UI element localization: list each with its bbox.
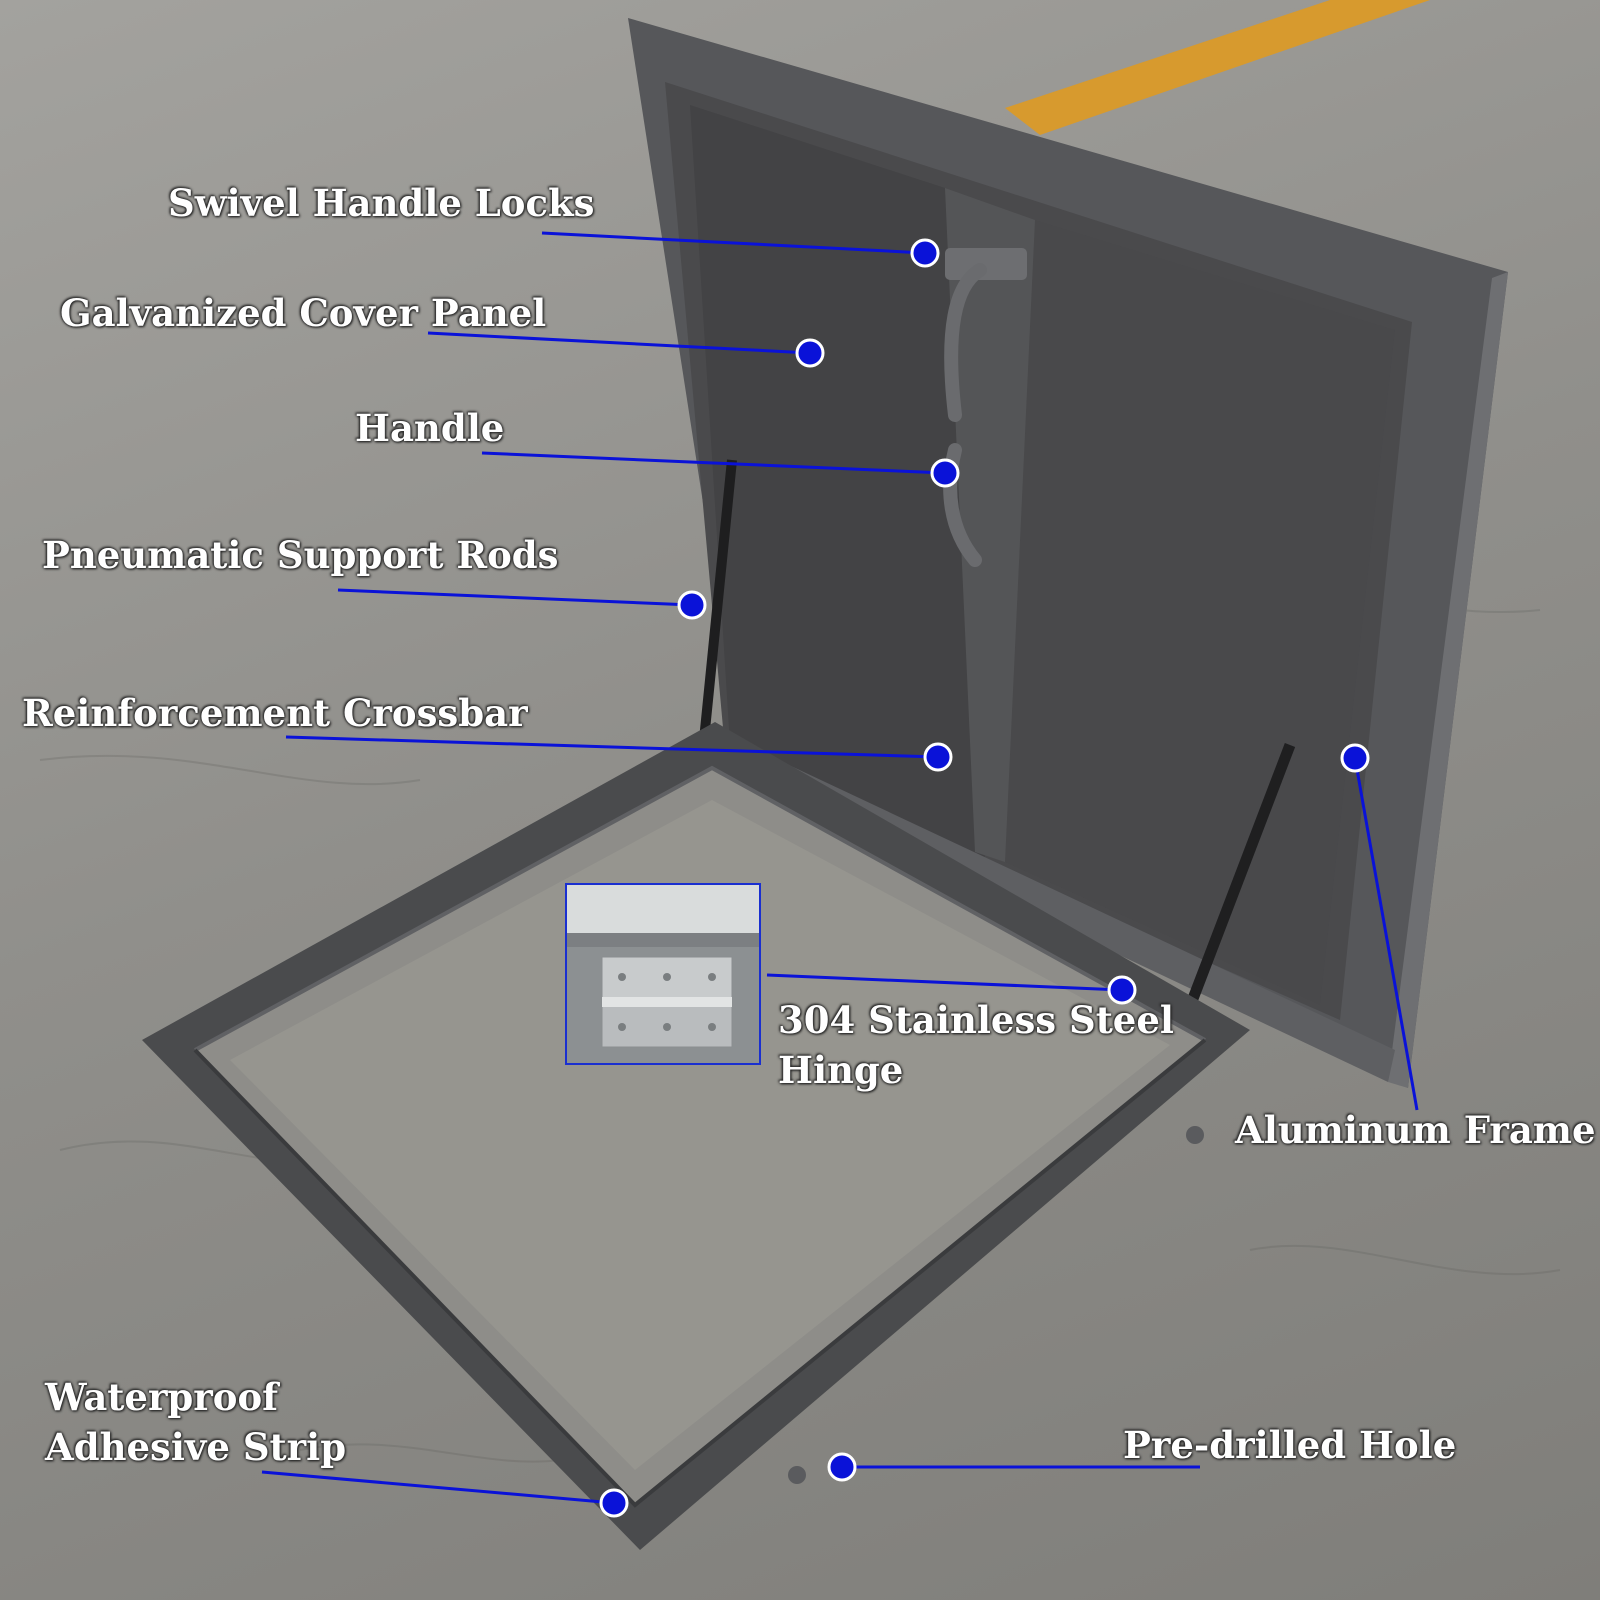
mounting-tab-right <box>1186 1126 1204 1144</box>
leader-rods <box>337 588 693 607</box>
label-hinge-line1: 304 Stainless Steel <box>778 998 1174 1042</box>
leader-strip <box>261 1470 615 1505</box>
callout-dots <box>599 238 1370 1518</box>
reinforcement-crossbar <box>945 188 1035 862</box>
label-pre-drilled-hole: Pre-drilled Hole <box>1123 1423 1457 1467</box>
leader-lines <box>261 231 1419 1505</box>
support-rod-left <box>695 459 737 781</box>
hinge-knuckle <box>602 997 732 1007</box>
label-galvanized-cover-panel: Galvanized Cover Panel <box>60 291 547 335</box>
label-stainless-steel-hinge: 304 Stainless Steel Hinge <box>778 995 1174 1095</box>
hinge-inset-rail <box>567 933 759 947</box>
label-hinge-line2: Hinge <box>778 1048 904 1092</box>
base-ledge <box>194 765 1206 1052</box>
cover-panel-left <box>690 105 985 860</box>
label-aluminum-frame: Aluminum Frame <box>1235 1108 1596 1152</box>
dot-swivel <box>910 238 940 268</box>
leader-frame <box>1353 757 1419 1111</box>
dot-frame <box>1340 743 1370 773</box>
dot-hole <box>827 1452 857 1482</box>
label-reinforcement-crossbar: Reinforcement Crossbar <box>22 691 528 735</box>
label-pneumatic-support-rods: Pneumatic Support Rods <box>42 533 559 577</box>
cover-panel-right <box>1005 220 1395 1005</box>
dot-hinge <box>1107 975 1137 1005</box>
swivel-lock-plate <box>945 248 1027 280</box>
dot-cover <box>795 338 825 368</box>
leader-crossbar <box>285 735 939 759</box>
dot-crossbar <box>923 742 953 772</box>
label-swivel-handle-locks: Swivel Handle Locks <box>168 181 595 225</box>
hinge-inset-top <box>567 885 759 933</box>
label-strip-line1: Waterproof <box>45 1375 279 1419</box>
hinge-inset-photo <box>565 883 761 1065</box>
lid-frame-edge <box>1388 272 1508 1088</box>
hinge-screws <box>618 973 716 1031</box>
leader-handle <box>481 451 946 475</box>
waterproof-strip-line <box>193 1038 1207 1508</box>
leader-hinge <box>766 973 1123 992</box>
dot-handle <box>930 458 960 488</box>
dot-strip <box>599 1488 629 1518</box>
label-waterproof-adhesive-strip: Waterproof Adhesive Strip <box>45 1372 346 1472</box>
label-handle: Handle <box>355 406 505 450</box>
leader-cover <box>427 331 811 355</box>
mounting-tab <box>788 1466 806 1484</box>
hinge-illustration <box>567 885 759 1063</box>
base-opening-floor <box>230 800 1170 1470</box>
leader-swivel <box>541 231 926 255</box>
floor-yellow-stripe <box>1005 0 1430 135</box>
label-strip-line2: Adhesive Strip <box>45 1425 347 1469</box>
dot-rods <box>677 590 707 620</box>
